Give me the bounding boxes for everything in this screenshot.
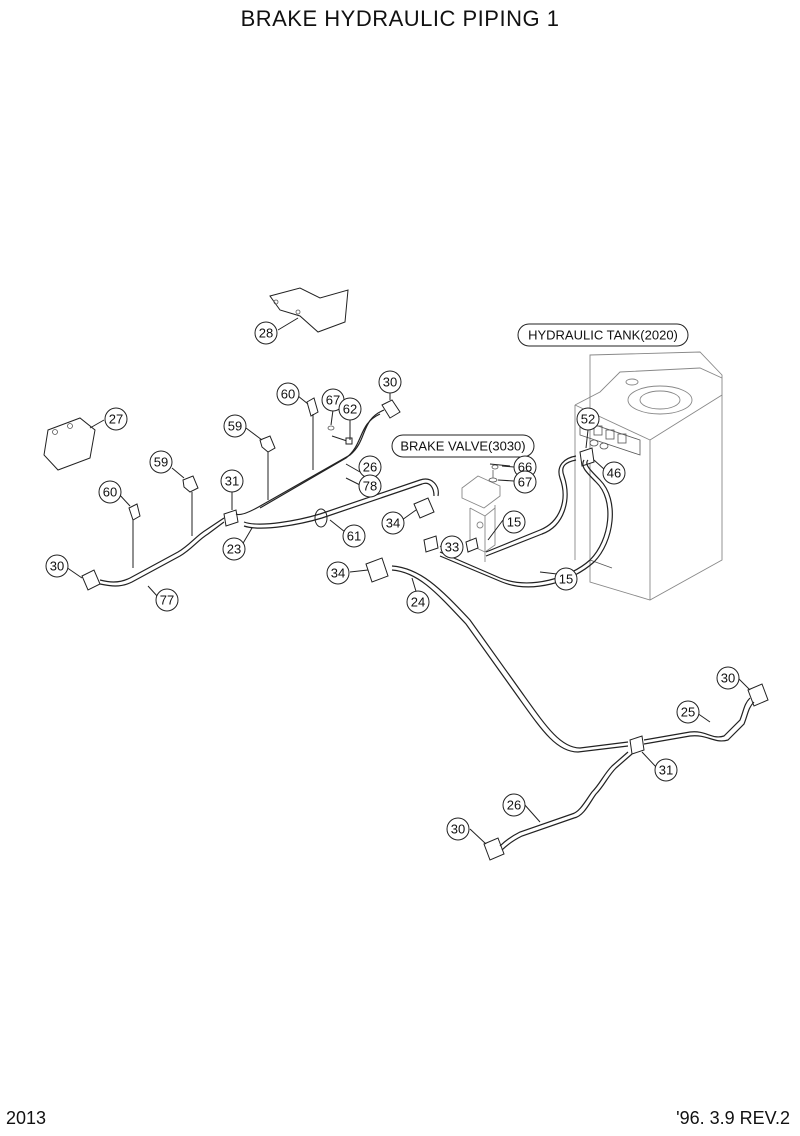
svg-text:60: 60	[281, 387, 295, 402]
clamp-59a	[259, 435, 276, 453]
callout-78: 78	[358, 474, 382, 498]
hydraulic-tank	[574, 351, 723, 601]
callout-59b: 59	[149, 450, 173, 474]
fitting-34b	[365, 557, 389, 583]
callout-30c: 30	[716, 666, 740, 690]
bolt-66	[489, 463, 511, 467]
svg-text:25: 25	[681, 705, 695, 720]
svg-text:46: 46	[607, 466, 621, 481]
fitting-30c	[747, 683, 769, 707]
bracket-28	[269, 287, 349, 333]
svg-text:34: 34	[386, 516, 400, 531]
revision-label: '96. 3.9 REV.2	[676, 1108, 790, 1128]
callout-28: 28	[254, 321, 278, 345]
callout-61: 61	[342, 524, 366, 548]
callout-77: 77	[155, 588, 179, 612]
callout-26b: 26	[502, 793, 526, 817]
svg-text:59: 59	[154, 455, 168, 470]
brake-valve-label: BRAKE VALVE(3030)	[391, 434, 535, 458]
svg-text:24: 24	[411, 595, 425, 610]
fitting-31a	[223, 509, 239, 527]
svg-text:30: 30	[721, 671, 735, 686]
pipe-15a	[485, 455, 577, 557]
svg-text:78: 78	[363, 479, 377, 494]
svg-text:27: 27	[109, 412, 123, 427]
clamp-60b	[128, 503, 141, 521]
svg-text:59: 59	[228, 419, 242, 434]
brake-valve	[461, 464, 501, 562]
page-title: BRAKE HYDRAULIC PIPING 1	[240, 6, 560, 31]
leader-lines	[65, 317, 751, 845]
page-number: 2013	[6, 1108, 47, 1128]
callout-52: 52	[576, 407, 600, 431]
callout-31b: 31	[654, 758, 678, 782]
callout-34a: 34	[381, 511, 405, 535]
callout-30b: 30	[45, 554, 69, 578]
clamp-59b	[182, 475, 199, 493]
bracket-27	[43, 417, 96, 471]
callout-60b: 60	[98, 480, 122, 504]
callout-67b: 67	[513, 470, 537, 494]
pipe-25	[643, 697, 755, 745]
svg-text:67: 67	[326, 393, 340, 408]
fitting-46	[579, 439, 609, 467]
svg-text:28: 28	[259, 326, 273, 341]
svg-text:31: 31	[659, 763, 673, 778]
svg-text:34: 34	[331, 566, 345, 581]
callout-33: 33	[440, 535, 464, 559]
callout-59a: 59	[223, 414, 247, 438]
fitting-30b	[81, 569, 101, 591]
svg-text:52: 52	[581, 412, 595, 427]
fitting-31b	[629, 735, 645, 755]
svg-text:26: 26	[363, 460, 377, 475]
callout-24: 24	[406, 590, 430, 614]
hydraulic-tank-label: HYDRAULIC TANK(2020)	[517, 323, 689, 347]
svg-text:30: 30	[451, 822, 465, 837]
callout-34b: 34	[326, 561, 350, 585]
callout-60a: 60	[276, 382, 300, 406]
callout-15a: 15	[502, 510, 526, 534]
svg-text:26: 26	[507, 798, 521, 813]
callout-23: 23	[222, 537, 246, 561]
pipe-15b	[439, 459, 613, 588]
pipe-23	[243, 478, 439, 529]
svg-text:30: 30	[50, 559, 64, 574]
callout-31a: 31	[220, 469, 244, 493]
callout-30d: 30	[446, 817, 470, 841]
svg-text:62: 62	[343, 402, 357, 417]
fitting-30a	[381, 399, 401, 419]
svg-text:15: 15	[559, 572, 573, 587]
pipe-26b	[499, 751, 633, 851]
fitting-34a	[413, 497, 435, 519]
pipe-77	[99, 517, 225, 587]
svg-text:61: 61	[347, 529, 361, 544]
callout-30a: 30	[378, 370, 402, 394]
bolt-62	[327, 425, 353, 445]
callout-62: 62	[338, 397, 362, 421]
svg-text:67: 67	[518, 475, 532, 490]
fitting-30d	[483, 837, 505, 861]
svg-text:23: 23	[227, 542, 241, 557]
svg-text:77: 77	[160, 593, 174, 608]
callout-25: 25	[676, 700, 700, 724]
fitting-33	[423, 535, 479, 553]
clamp-lines	[132, 414, 314, 568]
callout-27: 27	[104, 407, 128, 431]
pipe-24	[391, 565, 629, 753]
svg-text:33: 33	[445, 540, 459, 555]
clamp-60a	[306, 397, 319, 417]
svg-text:60: 60	[103, 485, 117, 500]
svg-text:15: 15	[507, 515, 521, 530]
svg-text:HYDRAULIC TANK(2020): HYDRAULIC TANK(2020)	[528, 328, 678, 343]
svg-text:31: 31	[225, 474, 239, 489]
callout-15b: 15	[554, 567, 578, 591]
callout-67a: 67	[321, 388, 345, 412]
svg-text:30: 30	[383, 375, 397, 390]
svg-text:BRAKE VALVE(3030): BRAKE VALVE(3030)	[400, 439, 525, 454]
pipe-78	[235, 409, 385, 516]
callout-46: 46	[602, 461, 626, 485]
svg-text:66: 66	[518, 460, 532, 475]
